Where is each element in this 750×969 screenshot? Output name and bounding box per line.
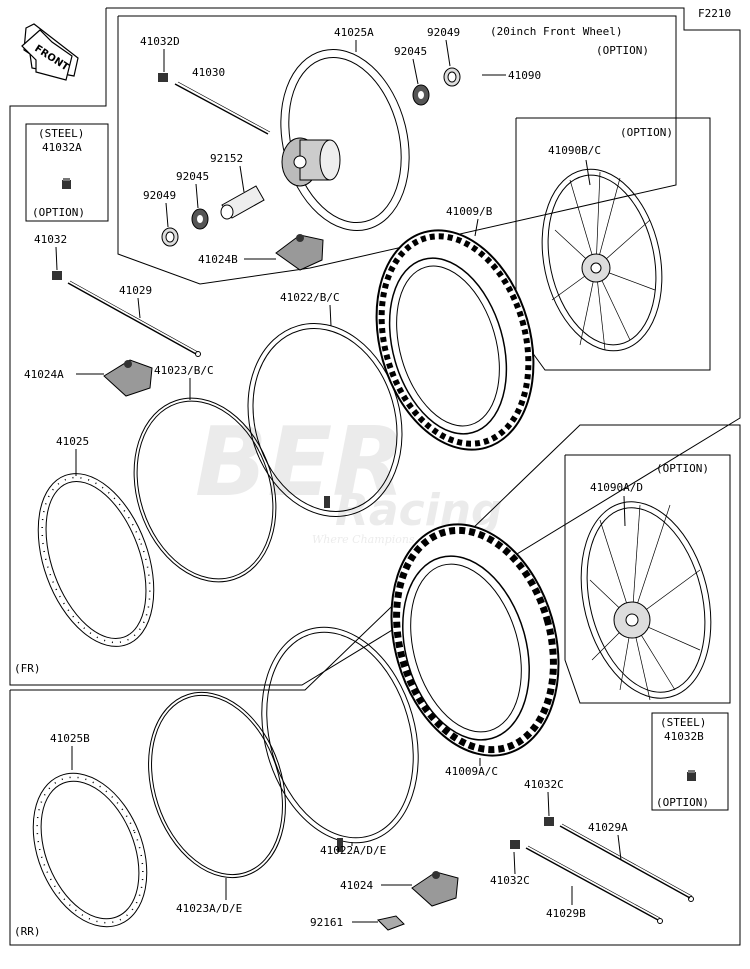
rear-wheel-assembly: 41009A/C 41022A/D/E 41023A/D/E 41025B bbox=[14, 523, 694, 938]
label-41032D: 41032D bbox=[140, 35, 180, 48]
label-92152: 92152 bbox=[210, 152, 243, 165]
steel-b-top: (STEEL) bbox=[660, 716, 706, 729]
spoked-wheel-icon bbox=[580, 501, 712, 701]
label-41023BC: 41023/B/C bbox=[154, 364, 214, 377]
bolt-icon bbox=[687, 770, 696, 781]
rim-icon bbox=[32, 772, 148, 928]
label-41032C-bottom: 41032C bbox=[490, 874, 530, 887]
label-92161: 92161 bbox=[310, 916, 343, 929]
spacer-icon bbox=[220, 185, 265, 220]
label-41029A: 41029A bbox=[588, 821, 628, 834]
steel-a-part: 41032A bbox=[42, 141, 82, 154]
bolt-icon bbox=[62, 178, 71, 189]
option-front-line1: (20inch Front Wheel) bbox=[490, 25, 622, 38]
option-bc-tag: (OPTION) bbox=[620, 126, 673, 139]
section-front-label: (FR) bbox=[14, 662, 41, 675]
spoked-wheel-icon bbox=[541, 168, 663, 352]
steel-a-top: (STEEL) bbox=[38, 127, 84, 140]
option-front-line2: (OPTION) bbox=[596, 44, 649, 57]
option-ad-tag: (OPTION) bbox=[656, 462, 709, 475]
nut-icon bbox=[377, 915, 405, 931]
option-ad-part: 41090A/D bbox=[590, 481, 643, 494]
label-92049-left: 92049 bbox=[143, 189, 176, 202]
rim-icon bbox=[280, 48, 410, 232]
front-arrow-icon: FRONT bbox=[21, 23, 79, 81]
label-41025: 41025 bbox=[56, 435, 89, 448]
label-41023ADE: 41023A/D/E bbox=[176, 902, 242, 915]
label-41022ADE: 41022A/D/E bbox=[320, 844, 386, 857]
label-41029B: 41029B bbox=[546, 907, 586, 920]
steel-b-bottom: (OPTION) bbox=[656, 796, 709, 809]
option-bc-part: 41090B/C bbox=[548, 144, 601, 157]
front-wheel-assembly: 41032 41029 41024A 41023/B/C 41022/B/C bbox=[14, 205, 535, 675]
bolt-icon bbox=[158, 73, 168, 82]
front-wheel-option-frame bbox=[117, 15, 677, 285]
label-92049-top: 92049 bbox=[427, 26, 460, 39]
rim-lock-icon bbox=[411, 871, 459, 907]
section-rear-label: (RR) bbox=[14, 925, 41, 938]
label-41032: 41032 bbox=[34, 233, 67, 246]
label-41022BC: 41022/B/C bbox=[280, 291, 340, 304]
bearing-icon bbox=[191, 208, 209, 230]
label-41024A: 41024A bbox=[24, 368, 64, 381]
bearing-icon bbox=[412, 84, 430, 106]
label-92045-top: 92045 bbox=[394, 45, 427, 58]
hub-icon bbox=[281, 137, 341, 187]
steel-b-part: 41032B bbox=[664, 730, 704, 743]
seal-icon bbox=[443, 67, 461, 87]
steel-option-box-b: (STEEL) 41032B (OPTION) bbox=[651, 712, 729, 811]
rim-lock-icon bbox=[103, 359, 153, 397]
bolt-icon bbox=[544, 817, 554, 826]
label-41025A: 41025A bbox=[334, 26, 374, 39]
bolt-icon bbox=[52, 271, 62, 280]
steel-a-bottom: (OPTION) bbox=[32, 206, 85, 219]
tire-icon bbox=[375, 229, 535, 451]
diagram-code: F2210 bbox=[698, 7, 731, 20]
tube-icon bbox=[261, 626, 419, 852]
tube-icon bbox=[247, 323, 403, 517]
label-41009B: 41009/B bbox=[446, 205, 493, 218]
label-41029: 41029 bbox=[119, 284, 152, 297]
front-wheel-option-assembly: (20inch Front Wheel) (OPTION) bbox=[140, 25, 649, 271]
rim-lock-icon bbox=[275, 234, 324, 271]
label-41024B: 41024B bbox=[198, 253, 238, 266]
rim-icon bbox=[37, 473, 155, 647]
option-wheel-ad: (OPTION) 41090A/D bbox=[564, 454, 731, 704]
rim-band-icon bbox=[148, 691, 286, 879]
rear-section-frame bbox=[9, 424, 741, 946]
label-41030: 41030 bbox=[192, 66, 225, 79]
label-92045-left: 92045 bbox=[176, 170, 209, 183]
rim-band-icon bbox=[133, 397, 277, 583]
bolt-icon bbox=[510, 840, 520, 849]
label-41025B: 41025B bbox=[50, 732, 90, 745]
seal-icon bbox=[161, 227, 179, 247]
label-41032C-top: 41032C bbox=[524, 778, 564, 791]
label-41009AC: 41009A/C bbox=[445, 765, 498, 778]
option-wheel-bc: (OPTION) 41090B/C bbox=[515, 117, 711, 371]
watermark-tagline: Where Champions ... bbox=[312, 533, 429, 546]
steel-option-box-a: (STEEL) 41032A (OPTION) bbox=[25, 123, 109, 222]
front-section-frame bbox=[9, 7, 741, 686]
tire-icon bbox=[390, 523, 560, 757]
label-41090: 41090 bbox=[508, 69, 541, 82]
label-41024: 41024 bbox=[340, 879, 373, 892]
